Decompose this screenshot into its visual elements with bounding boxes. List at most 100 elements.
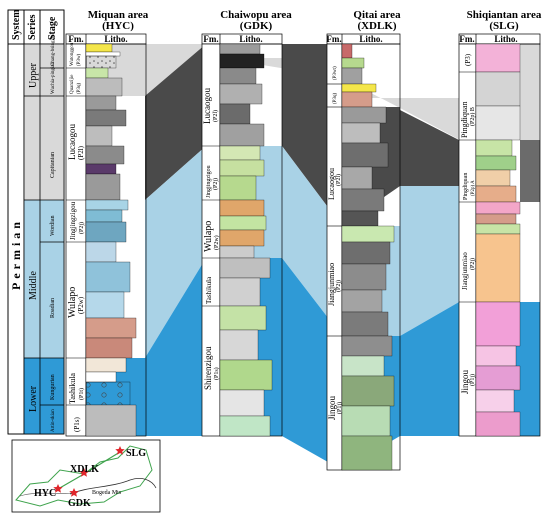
column-slg: (P3) Pingdiquan (P2p) B Pingdiquan (P2p)…: [458, 43, 541, 437]
fm-gdk-wulapo-sym: (P2w): [213, 235, 220, 250]
stage-tint-upper: [24, 44, 64, 96]
fm-hyc-jingjingzigou-sym: (P2j): [78, 222, 85, 234]
map-label-bogeda: Bogeda Mts: [92, 490, 122, 496]
fm-hyc-lucaogou-sym: (P2l): [77, 145, 85, 160]
column-headers: Fm. Litho. Fm. Litho. Fm. Litho. Fm. Lit…: [65, 33, 541, 45]
fm-hyc-wulapo: Wulapo: [67, 287, 78, 318]
fm-hyc-wutonggou: Wutonggou: [70, 42, 75, 66]
fm-header-slg: Fm.: [459, 34, 474, 44]
fm-gdk-jingjingzigou: Jingjingzigou: [206, 165, 212, 198]
fm-header-hyc: Fm.: [68, 34, 83, 44]
map-label-hyc: HYC: [34, 488, 56, 499]
fm-slg-pingdiquan-a: Pingdiquan: [463, 173, 469, 200]
stage-wordian: Wordian: [50, 215, 56, 236]
fm-xdlk-wutonggou-sym: (P3wt): [333, 66, 338, 80]
stage-capitanian: Capitanian: [50, 152, 56, 178]
litho-hyc: [85, 43, 137, 437]
code-gdk: (GDK): [240, 20, 273, 32]
fm-slg-pingdiquan-b: Pingdiquan: [460, 102, 469, 138]
litho-gdk: [219, 43, 273, 437]
star-xdlk-icon: [79, 468, 89, 477]
stage-artinskian: Artin-skian: [51, 409, 56, 432]
star-hyc-icon: [53, 484, 63, 493]
inset-map: SLG XDLK HYC GDK Bogeda Mts: [11, 439, 161, 513]
fm-hyc-jingjingzigou: Jingjingzigou: [69, 201, 77, 240]
fm-slg-jingou: Jingou: [460, 369, 470, 394]
fm-xdlk-jiangjunmiao-sym: (P2j): [335, 280, 342, 292]
fm-hyc-wulapo-sym: (P2w): [77, 296, 85, 314]
fm-xdlk-lucaogou: Lucaogou: [327, 168, 336, 200]
fm-gdk-lucaogou: Lucaogou: [202, 88, 212, 124]
fm-slg-p3-sym: (P3): [464, 53, 472, 66]
map-border-line: [15, 445, 153, 507]
fm-xdlk-jiangjunmiao: Jiangjunmiao: [327, 263, 336, 306]
fm-xdlk-quanzijie-sym: (P3q): [333, 93, 338, 104]
fm-slg-pingdiquan-b-sym: (P2p) B: [469, 107, 476, 126]
fm-xdlk-jingou: Jingou: [327, 395, 337, 420]
fm-header-gdk: Fm.: [203, 34, 218, 44]
litho-slg: [475, 43, 521, 437]
fm-gdk-shirenzigou-sym: (P1s): [213, 367, 220, 380]
stage-roadian: Roadian: [50, 298, 56, 318]
fm-header-xdlk: Fm.: [326, 34, 341, 44]
stage-tint-lower: [24, 358, 64, 434]
litho-xdlk: [341, 43, 395, 471]
title-gdk: Chaiwopu area: [220, 9, 292, 21]
title-slg: Shiqiantan area: [467, 9, 542, 21]
fm-slg-jiangjunmiao-sym: (P2j): [469, 258, 476, 270]
fm-hyc-tashikula: Tashikula: [68, 373, 77, 404]
header-series: Series: [27, 14, 38, 40]
series-middle: Middle: [28, 271, 39, 300]
fm-hyc-quanzijie: Quanzijie: [70, 74, 75, 94]
map-label-slg: SLG: [126, 448, 146, 459]
area-titles: Miquan area (HYC) Chaiwopu area (GDK) Qi…: [88, 9, 542, 32]
fm-hyc-quanzijie-sym: (P3q): [77, 83, 82, 94]
title-hyc: Miquan area: [88, 9, 149, 21]
map-label-xdlk: XDLK: [70, 464, 99, 475]
litho-header-gdk: Litho.: [239, 34, 262, 44]
fm-gdk-shirenzigou: Shirenzigou: [203, 346, 213, 390]
fm-hyc-lucaogou: Lucaogou: [67, 124, 77, 160]
zone-lucaogou-slg: [520, 140, 540, 202]
fm-gdk-wulapo: Wulapo: [203, 221, 214, 252]
header-system: System: [11, 9, 22, 40]
title-xdlk: Qitai area: [353, 9, 401, 21]
map-link-line-2: [83, 451, 121, 475]
column-xdlk: (P3wt) (P3q) Lucaogou (P2l) Jiangjunmiao…: [326, 43, 401, 471]
litho-header-hyc: Litho.: [104, 34, 127, 44]
header-stage: Stage: [47, 16, 58, 40]
system-permian: Permian: [9, 218, 23, 290]
stage-tint-middle: [24, 200, 64, 358]
fm-hyc-tashikula-sym: (P1t): [78, 388, 85, 400]
fm-gdk-tashikula: Tashikula: [205, 276, 213, 304]
map-label-gdk: GDK: [68, 498, 91, 509]
code-hyc: (HYC): [102, 20, 134, 32]
series-upper: Upper: [28, 62, 39, 88]
fm-slg-pingdiquan-a-sym: (P2p) A: [471, 180, 476, 196]
fm-xdlk-jingou-sym: (P1j): [336, 402, 343, 414]
fm-hyc-wutonggou-sym: (P3w): [77, 53, 82, 66]
stage-tint-capitanian: [24, 96, 64, 200]
column-gdk: Lucaogou (P2l) Jingjingzigou (P2j) Wulap…: [201, 43, 283, 437]
fm-slg-jingou-sym: (P1j): [469, 374, 476, 386]
fm-hyc-shirenzigou-sym: (P1s): [73, 417, 81, 432]
left-frame-lines: [7, 9, 65, 435]
series-lower: Lower: [28, 385, 39, 412]
fm-gdk-lucaogou-sym: (P2l): [212, 110, 219, 122]
stage-kungurian: Kungurian: [50, 374, 56, 400]
stage-changhsingian: Chang-hsingian: [51, 34, 56, 66]
stage-wuchiapingian: Wuchia-pingian: [51, 61, 56, 94]
column-hyc: Wutonggou (P3w) Quanzijie (P3q) Lucaogou…: [65, 42, 147, 437]
fm-slg-jiangjunmiao: Jiangjunmiao: [461, 252, 469, 290]
star-gdk-icon: [69, 488, 79, 497]
zone-lucaogou: [145, 44, 220, 200]
map-link-line: [57, 473, 85, 490]
fm-xdlk-lucaogou-sym: (P2l): [335, 174, 342, 186]
fm-gdk-jingjingzigou-sym: (P2j): [212, 178, 219, 190]
code-xdlk: (XDLK): [357, 20, 396, 32]
litho-header-xdlk: Litho.: [359, 34, 382, 44]
map-mountain-line: [69, 478, 157, 495]
code-slg: (SLG): [489, 20, 519, 32]
litho-header-slg: Litho.: [494, 34, 517, 44]
